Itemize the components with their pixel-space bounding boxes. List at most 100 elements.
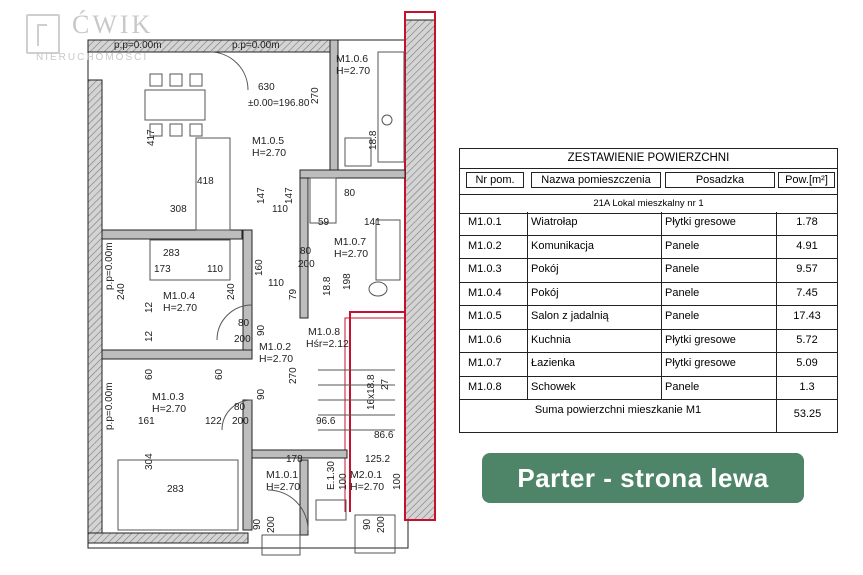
dimension: 18.8 bbox=[322, 276, 333, 296]
cell-nr: M1.0.4 bbox=[468, 286, 502, 299]
wall-entrance-divider bbox=[299, 459, 309, 536]
dimension: 270 bbox=[310, 87, 321, 104]
stair-label: E.1.30 bbox=[326, 461, 337, 490]
room-label-height: Hśr=2.12 bbox=[306, 338, 349, 350]
dimension: 173 bbox=[154, 264, 171, 275]
room-label-code: M1.0.3 bbox=[152, 391, 184, 403]
cell-floor: Płytki gresowe bbox=[661, 353, 774, 376]
highlight-stair-outline bbox=[349, 311, 405, 512]
table-row: M1.0.4 Pokój Panele 7.45 bbox=[460, 282, 837, 306]
wall-bath-top bbox=[299, 169, 406, 179]
dimension: 125.2 bbox=[365, 454, 390, 465]
area-table-header: Nr pom. Nazwa pomieszczenia Posadzka Pow… bbox=[460, 168, 837, 194]
chair-5 bbox=[169, 123, 183, 137]
area-table-sum: Suma powierzchni mieszkanie M1 53.25 bbox=[460, 392, 837, 432]
dimension: 60 bbox=[214, 368, 225, 380]
room-label-code: M1.0.1 bbox=[266, 469, 298, 481]
cell-area: 5.09 bbox=[776, 353, 837, 376]
cell-nr: M1.0.1 bbox=[468, 216, 502, 228]
wall-left bbox=[87, 79, 103, 541]
desk-room4 bbox=[149, 239, 231, 281]
room-label-code: M1.0.2 bbox=[259, 341, 291, 353]
header-name: Nazwa pomieszczenia bbox=[531, 172, 661, 188]
room-label-code: M1.0.8 bbox=[308, 326, 340, 338]
cell-floor: Płytki gresowe bbox=[661, 329, 774, 352]
dimension: 90 bbox=[256, 324, 267, 336]
chair-4 bbox=[149, 123, 163, 137]
room-label-height: H=2.70 bbox=[334, 248, 368, 260]
dimension: 59 bbox=[318, 217, 330, 228]
dimension: 12 bbox=[144, 301, 155, 313]
room-label-code: M1.0.7 bbox=[334, 236, 366, 248]
dimension: 12 bbox=[144, 330, 155, 342]
table-row: M1.0.6 Kuchnia Płytki gresowe 5.72 bbox=[460, 329, 837, 353]
dimension: 86.6 bbox=[374, 430, 394, 441]
dimension: 630 bbox=[258, 82, 275, 93]
cell-name: Łazienka bbox=[527, 353, 657, 376]
floor-badge: Parter - strona lewa bbox=[482, 453, 804, 503]
room-label-code: M2.0.1 bbox=[350, 469, 382, 481]
level-markers: p.p=0.00m p.p=0.00m p.p=0.00m p.p=0.00m … bbox=[104, 40, 310, 430]
dimension: 283 bbox=[163, 248, 180, 259]
dimension: 200 bbox=[234, 334, 251, 345]
wall-bottom bbox=[87, 532, 249, 544]
chair-3 bbox=[189, 73, 203, 87]
dimension: 240 bbox=[116, 283, 127, 300]
dimension: 200 bbox=[376, 516, 387, 533]
logo: ĆWIK NIERUCHOMOŚCI bbox=[8, 6, 158, 72]
sink-icon bbox=[381, 114, 393, 126]
dining-table bbox=[144, 89, 206, 121]
cell-name: Kuchnia bbox=[527, 329, 657, 352]
cell-nr: M1.0.6 bbox=[468, 333, 502, 346]
level-marker: ±0.00=196.80 bbox=[248, 98, 310, 109]
header-area: Pow.[m²] bbox=[778, 172, 835, 188]
bathtub bbox=[375, 219, 401, 281]
table-row: M1.0.1 Wiatrołap Płytki gresowe 1.78 bbox=[460, 212, 837, 236]
room-label-code: M1.0.6 bbox=[336, 53, 368, 65]
cell-floor: Panele bbox=[661, 376, 774, 399]
header-nr: Nr pom. bbox=[466, 172, 524, 188]
chair-1 bbox=[149, 73, 163, 87]
level-marker: p.p=0.00m bbox=[114, 40, 162, 51]
logo-main-text: ĆWIK bbox=[72, 10, 154, 39]
dimension: 100 bbox=[338, 473, 349, 490]
area-table-title: ZESTAWIENIE POWIERZCHNI bbox=[460, 149, 837, 169]
cell-floor: Płytki gresowe bbox=[661, 212, 774, 235]
cell-nr: M1.0.7 bbox=[468, 357, 502, 369]
dimension: 90 bbox=[362, 518, 373, 530]
chair-2 bbox=[169, 73, 183, 87]
table-row: M1.0.3 Pokój Panele 9.57 bbox=[460, 259, 837, 283]
dimension: 60 bbox=[144, 368, 155, 380]
dimension: 16x18.8 bbox=[366, 374, 377, 410]
level-marker: p.p=0.00m bbox=[104, 242, 115, 290]
dimension: 418 bbox=[197, 176, 214, 187]
dimension: 147 bbox=[256, 187, 267, 204]
dimension: 90 bbox=[256, 388, 267, 400]
header-floor: Posadzka bbox=[665, 172, 775, 188]
sofa bbox=[195, 137, 231, 231]
dimension: 141 bbox=[364, 217, 381, 228]
cell-name: Schowek bbox=[527, 376, 657, 399]
wall-room-mid bbox=[101, 349, 253, 360]
level-marker: p.p=0.00m bbox=[104, 382, 115, 430]
dimension: 304 bbox=[144, 453, 155, 470]
dimension: 80 bbox=[238, 318, 250, 329]
dimension: 200 bbox=[232, 416, 249, 427]
dimension: 147 bbox=[284, 187, 295, 204]
dimension: 27 bbox=[380, 378, 391, 390]
area-table-rows: M1.0.1 Wiatrołap Płytki gresowe 1.78 M1.… bbox=[460, 212, 837, 400]
dimension: 198 bbox=[342, 273, 353, 290]
room-label-height: H=2.70 bbox=[336, 65, 370, 77]
cell-nr: M1.0.5 bbox=[468, 310, 502, 322]
dimension: 122 bbox=[205, 416, 222, 427]
cell-area: 7.45 bbox=[776, 282, 837, 305]
cell-name: Salon z jadalnią bbox=[527, 306, 657, 329]
area-table: ZESTAWIENIE POWIERZCHNI Nr pom. Nazwa po… bbox=[459, 148, 838, 433]
entrance-steps bbox=[315, 499, 347, 521]
dimension: 96.6 bbox=[316, 416, 336, 427]
cell-area: 9.57 bbox=[776, 259, 837, 282]
dimension: 200 bbox=[298, 259, 315, 270]
entrance-steps bbox=[261, 534, 301, 556]
wall-hall-bottom bbox=[251, 449, 348, 459]
wall-right bbox=[404, 19, 436, 521]
